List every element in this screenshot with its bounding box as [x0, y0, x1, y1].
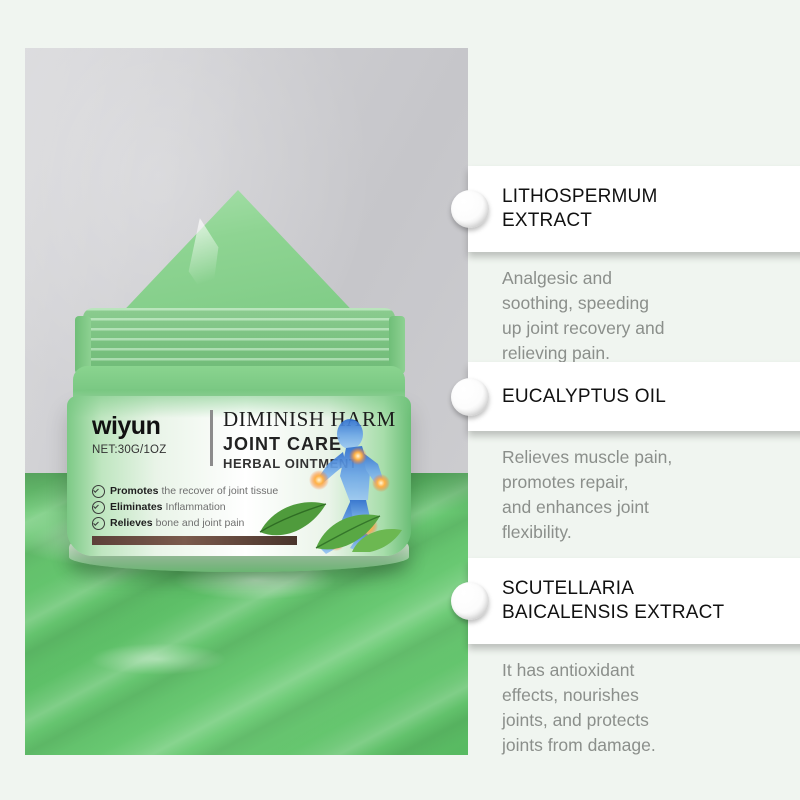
label-accent-bar [92, 536, 297, 546]
check-circle-icon [92, 485, 105, 499]
ingredient-title-card-3[interactable]: SCUTELLARIA BAICALENSIS EXTRACT [451, 558, 800, 644]
ingredient-description-3: It has antioxidant effects, nourishes jo… [502, 660, 656, 755]
jar-neck-right-edge [389, 316, 405, 374]
benefit-rest: Inflammation [165, 501, 226, 514]
jar-body: wiyun NET:30G/1OZ DIMINISH HARM JOINT CA… [67, 396, 411, 556]
ingredient-block-3: SCUTELLARIA BAICALENSIS EXTRACT It has a… [451, 558, 800, 757]
label-divider [210, 410, 213, 466]
product-label: wiyun NET:30G/1OZ DIMINISH HARM JOINT CA… [92, 408, 410, 554]
benefit-rest: the recover of joint tissue [161, 485, 279, 498]
label-benefit-item: Relieves bone and joint pain [92, 517, 410, 531]
net-weight: NET:30G/1OZ [92, 444, 167, 456]
ingredient-title-1: LITHOSPERMUM EXTRACT [502, 186, 658, 231]
product-photo-panel: wiyun NET:30G/1OZ DIMINISH HARM JOINT CA… [25, 48, 468, 755]
benefit-bold: Eliminates [110, 501, 163, 514]
green-leaves-icon [259, 502, 402, 552]
benefit-bold: Promotes [110, 485, 159, 498]
cream-peak [113, 190, 363, 322]
brand-column: wiyun NET:30G/1OZ [92, 408, 210, 457]
connector-dot-icon [451, 377, 489, 416]
label-title-sub2: HERBAL OINTMENT [223, 456, 358, 472]
check-circle-icon [92, 501, 105, 515]
label-benefit-item: Eliminates Inflammation [92, 501, 410, 515]
connector-dot-icon [451, 190, 489, 228]
brand-name: wiyun [92, 412, 161, 440]
ingredient-title-3: SCUTELLARIA BAICALENSIS EXTRACT [502, 578, 725, 623]
ingredient-title-card-1[interactable]: LITHOSPERMUM EXTRACT [451, 166, 800, 252]
label-benefit-item: Promotes the recover of joint tissue [92, 485, 410, 499]
ingredient-block-2: EUCALYPTUS OIL Relieves muscle pain, pro… [451, 362, 800, 544]
label-benefit-list: Promotes the recover of joint tissue Eli… [92, 485, 410, 546]
jar-neck-left-edge [75, 316, 91, 374]
ingredient-description-1: Analgesic and soothing, speeding up join… [502, 268, 665, 363]
ingredient-description-2: Relieves muscle pain, promotes repair, a… [502, 447, 673, 542]
ingredient-block-1: LITHOSPERMUM EXTRACT Analgesic and sooth… [451, 166, 800, 365]
check-circle-icon [92, 517, 105, 531]
label-title-sub: JOINT CARE [223, 434, 343, 455]
ingredient-title-card-2[interactable]: EUCALYPTUS OIL [451, 362, 800, 431]
ointment-jar: wiyun NET:30G/1OZ DIMINISH HARM JOINT CA… [55, 190, 425, 572]
benefit-rest: bone and joint pain [155, 517, 245, 530]
jar-body-highlight [67, 396, 411, 418]
benefit-bold: Relieves [110, 517, 153, 530]
ingredient-title-2: EUCALYPTUS OIL [502, 385, 666, 407]
connector-dot-icon [451, 582, 489, 620]
